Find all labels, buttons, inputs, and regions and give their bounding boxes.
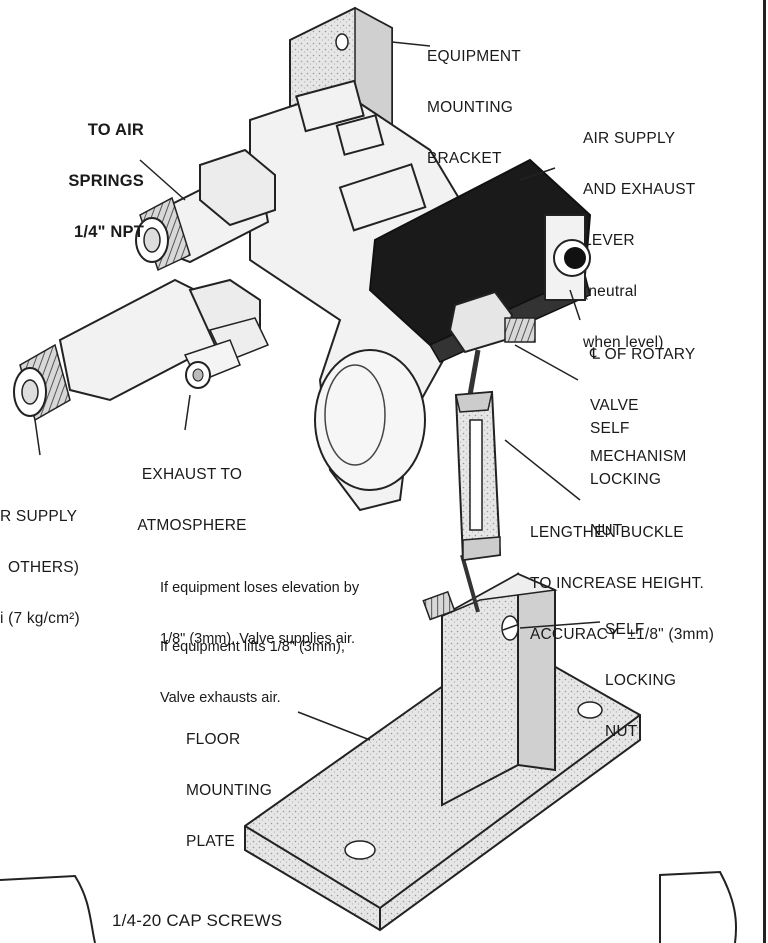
label-line: EXHAUST TO	[141, 466, 243, 483]
label-line: TO INCREASE HEIGHT.	[530, 575, 705, 592]
label-line: AIR SUPPLY	[583, 130, 676, 147]
label-line: MECHANISM	[590, 448, 687, 465]
label-line: SELF	[590, 420, 630, 437]
label-line: LOCKING	[590, 471, 662, 488]
label-to-air-springs: TO AIR SPRINGS 1/4" NPT	[24, 88, 144, 258]
label-line: FLOOR	[186, 731, 241, 748]
lower-fitting	[13, 278, 270, 422]
label-line: MOUNTING	[427, 99, 513, 116]
label-equipment-mounting-bracket: EQUIPMENT MOUNTING BRACKET	[427, 14, 521, 184]
label-line: when level)	[583, 334, 664, 351]
label-floor-mounting-plate: FLOOR MOUNTING PLATE	[186, 697, 272, 867]
label-line: LEVER	[583, 232, 635, 249]
label-line: BRACKET	[427, 150, 502, 167]
label-line: (neutral	[583, 283, 638, 300]
label-self-locking-nut-lower: SELF LOCKING NUT	[605, 587, 676, 757]
bracket-hole	[335, 33, 349, 51]
note-elevation-loss: If equipment loses elevation by 1/8" (3m…	[160, 546, 359, 665]
bottom-shapes	[0, 870, 738, 943]
plate-hole	[577, 701, 603, 719]
self-locking-nut-upper	[448, 290, 536, 354]
valve-body	[249, 79, 461, 512]
label-line: SELF	[605, 621, 645, 638]
label-line: i (7 kg/cm²)	[0, 610, 80, 627]
note-lift: If equipment lifts 1/8" (3mm), Valve exh…	[160, 605, 345, 724]
label-line: MOUNTING	[186, 782, 272, 799]
plate-hole	[344, 840, 376, 860]
label-line: ACCURACY ±1/8" (3mm)	[530, 626, 715, 643]
label-line: PLATE	[186, 833, 235, 850]
turnbuckle	[454, 349, 502, 613]
label-line: OTHERS)	[8, 559, 80, 576]
note-line: 1/8" (3mm), Valve supplies air.	[160, 631, 356, 647]
label-line: AND EXHAUST	[583, 181, 696, 198]
label-line: EQUIPMENT	[427, 48, 521, 65]
label-air-supply-exhaust-lever: AIR SUPPLY AND EXHAUST LEVER (neutral wh…	[583, 96, 695, 368]
note-line: If equipment lifts 1/8" (3mm),	[160, 639, 345, 655]
label-rotary-valve: ℄ OF ROTARY VALVE MECHANISM	[590, 312, 695, 482]
label-line: LENGTHEN BUCKLE	[530, 524, 684, 541]
page-border	[763, 0, 766, 943]
label-line: VALVE	[590, 397, 639, 414]
label-self-locking-nut-upper: SELF LOCKING NUT	[590, 386, 661, 556]
label-line: SPRINGS	[68, 172, 144, 190]
leader-lines	[34, 41, 601, 741]
note-line: If equipment loses elevation by	[160, 580, 360, 596]
label-line: 1/4" NPT	[74, 223, 144, 241]
floor-bracket	[441, 572, 558, 807]
label-line: NUT	[605, 723, 638, 740]
label-cap-screws: 1/4-20 CAP SCREWS	[112, 911, 283, 930]
bolt	[422, 590, 456, 621]
upper-fitting	[135, 148, 276, 272]
label-line: LOCKING	[605, 672, 677, 689]
note-line: Valve exhausts air.	[160, 690, 281, 706]
label-line: NUT	[590, 522, 623, 539]
label-line: ℄ OF ROTARY	[590, 346, 696, 363]
label-exhaust: EXHAUST TO ATMOSPHERE	[122, 432, 262, 551]
label-line: TO AIR	[87, 121, 144, 139]
label-line: R SUPPLY	[0, 508, 78, 525]
label-air-supply: R SUPPLY OTHERS) i (7 kg/cm²)	[0, 474, 80, 644]
label-lengthen-buckle: LENGTHEN BUCKLE TO INCREASE HEIGHT. ACCU…	[530, 490, 714, 660]
label-line: ATMOSPHERE	[137, 517, 247, 534]
